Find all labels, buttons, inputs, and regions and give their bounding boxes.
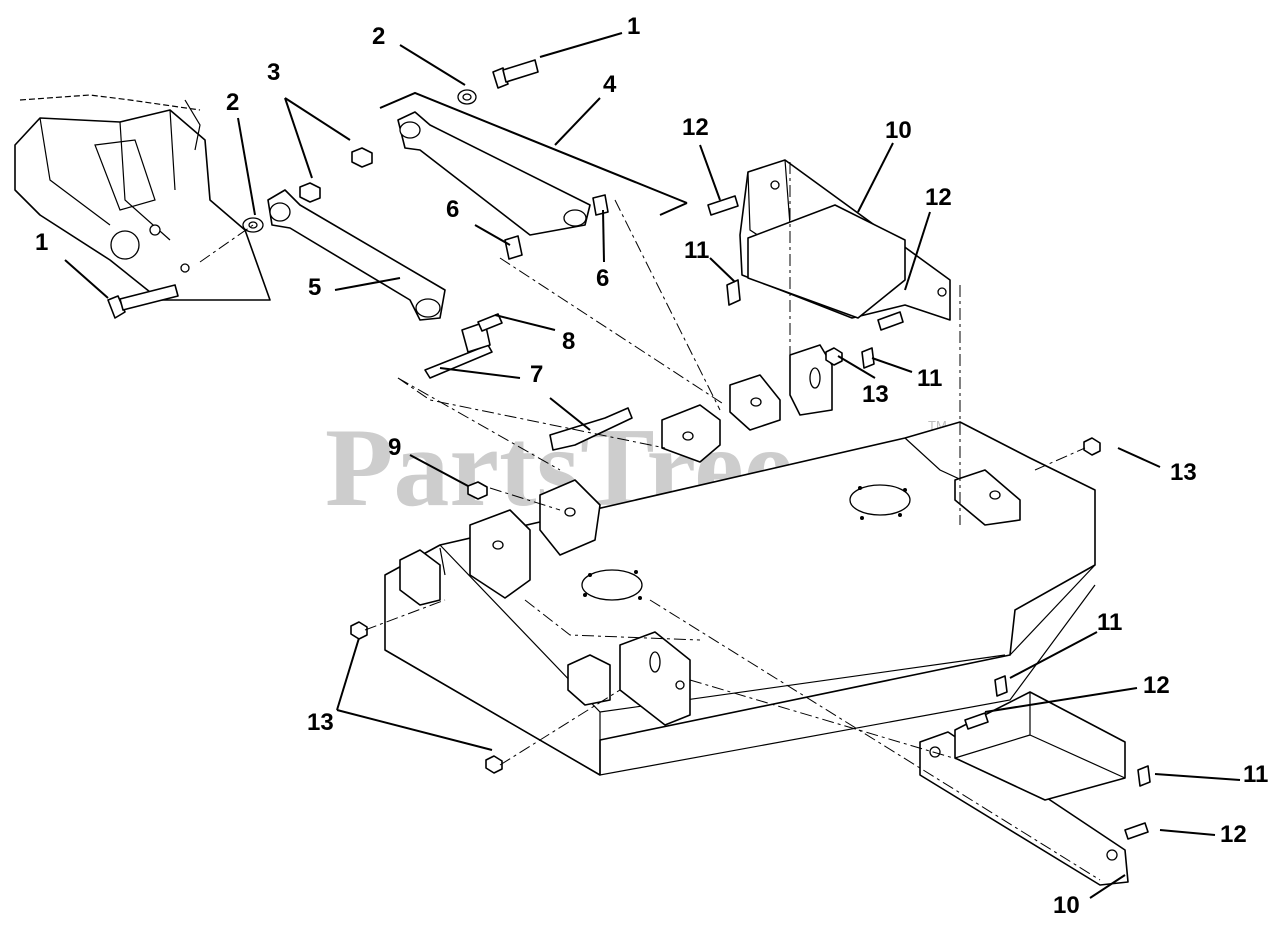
mower-deck [384, 421, 1096, 776]
callout-10-bottom: 10 [1053, 892, 1080, 919]
bolt-1-left [107, 284, 179, 319]
callout-11-right: 11 [1243, 761, 1268, 788]
nut-9 [467, 481, 488, 500]
callout-11-lower: 11 [1097, 609, 1122, 636]
callout-3: 3 [267, 59, 280, 86]
callout-13-center: 13 [862, 381, 889, 408]
callout-4: 4 [603, 71, 617, 98]
tractor-frame [14, 94, 271, 301]
callout-13-right: 13 [1170, 459, 1197, 486]
callout-6-left: 6 [446, 196, 459, 223]
callout-1-left: 1 [35, 229, 48, 256]
washer-2 [242, 89, 477, 233]
belt-cover-10-rear [739, 159, 951, 321]
upper-lift-arm-4 [397, 111, 591, 236]
callout-5: 5 [308, 274, 321, 301]
callout-9: 9 [388, 434, 401, 461]
bolt-1-top [492, 59, 539, 89]
bolt-8 [477, 313, 503, 332]
leader-lines [64, 32, 1241, 899]
belt-cover-10-front [919, 691, 1129, 886]
callout-8: 8 [562, 328, 575, 355]
deck-brackets [399, 344, 1021, 726]
nut-3 [299, 147, 373, 203]
callout-11-upper-right: 11 [917, 365, 942, 392]
callout-11-upper-left: 11 [684, 237, 709, 264]
callout-12-top: 12 [682, 114, 709, 141]
callout-2-left: 2 [226, 89, 239, 116]
callout-10-top: 10 [885, 117, 912, 144]
callout-12-upper-right: 12 [925, 184, 952, 211]
lower-lift-arm-5 [267, 189, 446, 321]
callout-7: 7 [530, 361, 543, 388]
callout-2-top: 2 [372, 23, 385, 50]
callout-12-lower: 12 [1143, 672, 1170, 699]
callout-6-right: 6 [596, 265, 609, 292]
callout-1-top: 1 [627, 13, 640, 40]
callout-13-left: 13 [307, 709, 334, 736]
callout-12-right: 12 [1220, 821, 1247, 848]
bushing-6 [504, 194, 609, 260]
callout-labels: 1 1 2 2 3 4 5 6 6 7 8 9 10 10 11 11 11 1… [35, 13, 1268, 919]
hardware-11-12-13 [350, 195, 1151, 840]
assembly-lines [199, 162, 1101, 881]
